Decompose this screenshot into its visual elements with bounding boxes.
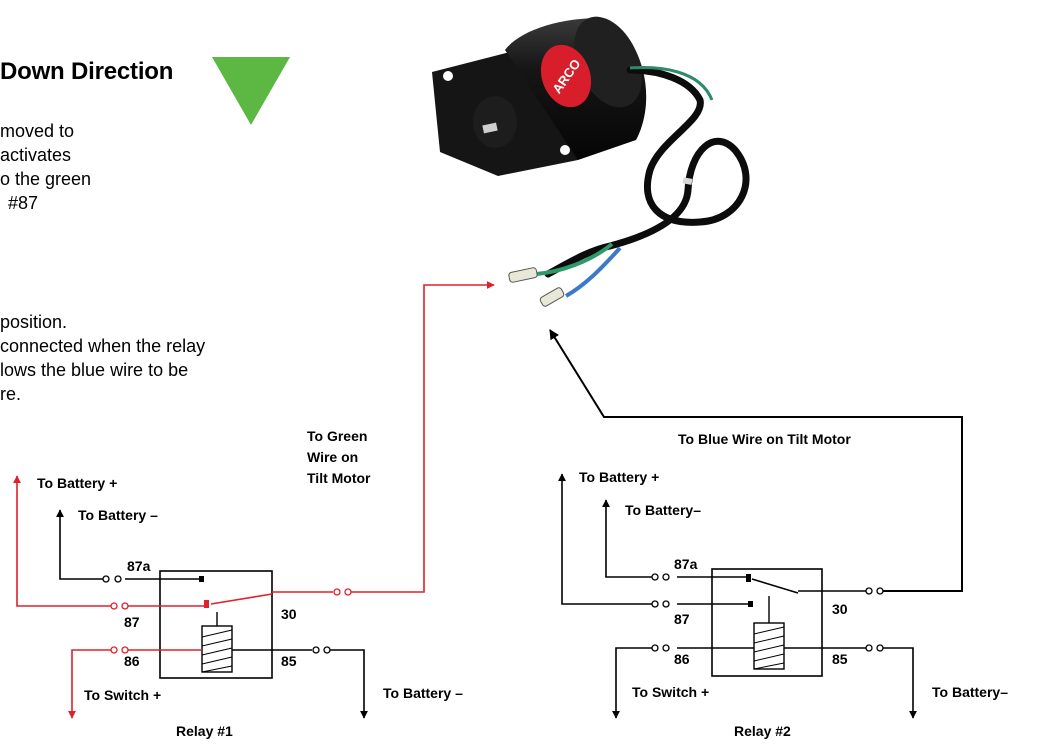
red-wire-to-green-motor-lead <box>345 281 495 593</box>
relay-2-pin-87: 87 <box>674 611 690 627</box>
relay-2-pin-85: 85 <box>832 651 848 667</box>
paragraph-line: position. <box>0 312 68 332</box>
paragraph-line: lows the blue wire to be <box>0 360 189 380</box>
relay-1-switch-plus-label: To Switch + <box>84 687 161 703</box>
relay-1-pin-86: 86 <box>124 653 140 669</box>
relay-1-name: Relay #1 <box>176 723 233 739</box>
relay-2-pin-30: 30 <box>832 601 848 617</box>
relay-1-body <box>159 570 273 679</box>
description-paragraph-2: position. connected when the relay lows … <box>0 310 205 406</box>
down-direction-arrow-icon <box>212 57 290 125</box>
relay-1-pin-87a: 87a <box>127 558 151 574</box>
relay-2-body <box>711 568 823 677</box>
relay-2-switch-plus-label: To Switch + <box>632 684 709 700</box>
description-paragraph-1: moved to activates o the green #87 <box>0 119 91 215</box>
page-title: Down Direction <box>0 58 174 85</box>
relay-1-pin-30: 30 <box>281 606 297 622</box>
relay-1-battery-plus-label: To Battery + <box>37 475 117 491</box>
green-wire-label-line: Tilt Motor <box>307 470 371 486</box>
relay-1-pin-87: 87 <box>124 614 140 630</box>
relay-1-battery-minus-right-label: To Battery – <box>383 685 463 701</box>
blue-wire-label: To Blue Wire on Tilt Motor <box>678 431 851 447</box>
relay-2-pin-87a: 87a <box>674 556 698 572</box>
paragraph-line: connected when the relay <box>0 336 206 356</box>
green-wire-label-line: To Green <box>307 428 367 444</box>
relay-2-name: Relay #2 <box>734 723 791 739</box>
tilt-motor-image: ARCO <box>432 16 750 307</box>
relay-2: To Battery + To Battery– 87a 87 86 85 30… <box>558 469 1008 739</box>
relay-1-pin-85: 85 <box>281 653 297 669</box>
paragraph-line: activates <box>0 145 72 165</box>
relay-2-pin-86: 86 <box>674 651 690 667</box>
relay-2-battery-minus-top-label: To Battery– <box>625 502 701 518</box>
relay-1: To Battery + To Battery – 87a 87 86 85 3… <box>13 475 463 739</box>
relay-2-battery-minus-right-label: To Battery– <box>932 684 1008 700</box>
paragraph-line: moved to <box>0 121 75 141</box>
relay-1-battery-minus-top-label: To Battery – <box>78 507 158 523</box>
relay-2-battery-plus-label: To Battery + <box>579 469 659 485</box>
black-wire-to-blue-motor-lead <box>549 329 963 592</box>
paragraph-line: re. <box>0 384 22 404</box>
paragraph-line: o the green <box>0 169 92 189</box>
paragraph-line: #87 <box>8 193 39 213</box>
green-wire-label-line: Wire on <box>307 449 358 465</box>
